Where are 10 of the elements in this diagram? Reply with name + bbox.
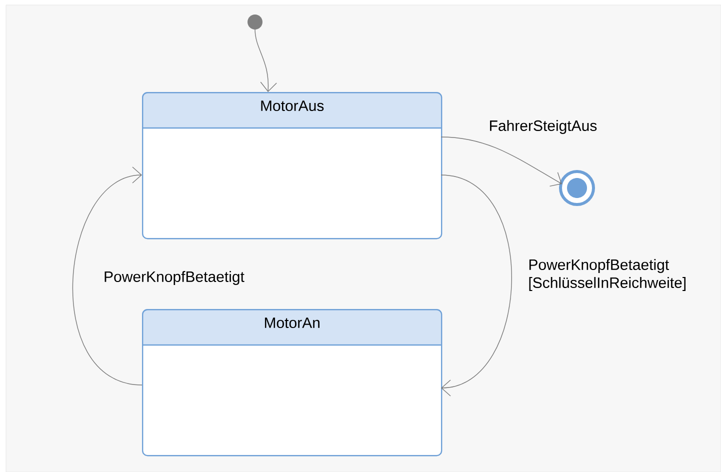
edge-label: PowerKnopfBetaetigt [104, 271, 244, 285]
edge-label: PowerKnopfBetaetigt [SchlüsselInReichweite] [529, 259, 686, 291]
edge-label: FahrerSteigtAus [490, 120, 597, 134]
transition-arrow [440, 136, 562, 187]
state-box: MotorAn [142, 309, 442, 456]
transition-arrow [72, 166, 142, 386]
transition-arrow [254, 28, 277, 92]
initial-state-dot [248, 14, 262, 30]
state-box: MotorAus [142, 92, 442, 240]
transition-arrow [440, 174, 512, 396]
